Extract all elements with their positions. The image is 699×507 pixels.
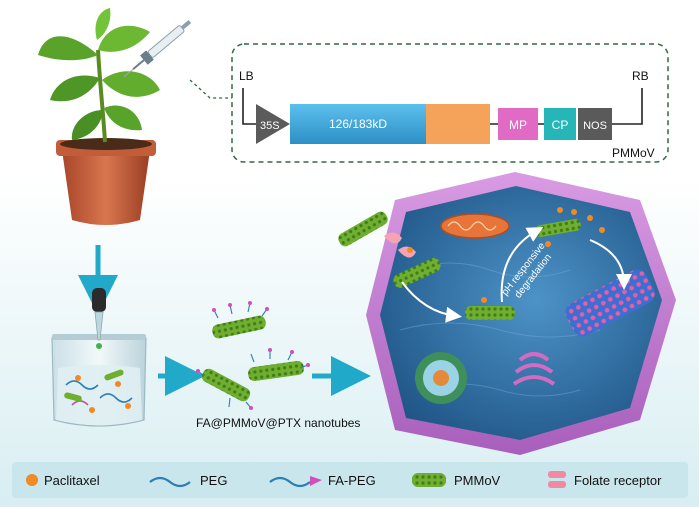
nucleolus <box>433 370 449 386</box>
degradation-arrow <box>589 239 632 290</box>
legend-label-fa-peg: FA-PEG <box>328 473 376 488</box>
legend-label-pmmov: PMMoV <box>454 473 501 488</box>
leaf <box>102 71 160 97</box>
nanotube <box>465 306 515 320</box>
connector-line <box>189 79 232 99</box>
nanotube-label: FA@PMMoV@PTX nanotubes <box>196 416 360 430</box>
leaf <box>104 105 142 131</box>
segment-label-nos: NOS <box>583 120 607 132</box>
flower-pot <box>62 150 150 225</box>
beaker-illustration <box>51 288 147 427</box>
promoter-label: 35S <box>260 120 280 132</box>
release-arrow <box>500 227 544 303</box>
syringe-icon <box>123 20 192 78</box>
nanotube <box>535 218 581 238</box>
nanotube <box>212 315 266 339</box>
construct-box <box>231 43 669 163</box>
legend-label-paclitaxel: Paclitaxel <box>44 473 100 488</box>
segment-mp <box>498 108 538 140</box>
leaf <box>95 8 111 40</box>
rb-border <box>612 88 643 125</box>
disassembled-nanotube <box>565 269 655 337</box>
legend-bar <box>12 462 688 498</box>
segment-126-183kd <box>290 104 426 144</box>
segment-nos <box>578 108 612 140</box>
construct-name: PMMoV <box>612 146 655 160</box>
dropper-tube <box>94 311 104 341</box>
leaf <box>50 75 100 102</box>
soil <box>60 138 152 150</box>
nanotube <box>248 360 304 382</box>
lb-border <box>242 88 256 125</box>
golgi-apparatus <box>512 352 556 386</box>
cancer-cell: pH responsive degradation <box>338 172 676 455</box>
orange-dot-icon <box>26 474 38 486</box>
segment-label-1: 126/183kD <box>329 117 387 131</box>
drop <box>96 343 102 349</box>
segment-label-mp: MP <box>509 118 527 132</box>
nanotube <box>338 211 388 247</box>
leaf <box>98 25 150 52</box>
mitochondrion <box>440 213 510 239</box>
internalization-arrow <box>401 281 462 323</box>
nanotube-group <box>196 301 310 410</box>
lb-label: LB <box>239 69 254 83</box>
rb-label: RB <box>632 69 649 83</box>
segment-cp <box>544 108 576 140</box>
plant-illustration <box>38 8 160 225</box>
wave-arrow-icon <box>269 476 311 488</box>
dropper-bulb <box>92 288 106 312</box>
segment-orange <box>426 104 490 144</box>
plant-stem <box>96 49 107 143</box>
leaf <box>38 36 98 61</box>
blue-wave-icon <box>149 476 191 488</box>
leaf <box>71 110 103 140</box>
nanotube <box>393 258 441 288</box>
promoter-35s <box>256 104 290 144</box>
green-nanotube-icon <box>412 473 446 487</box>
legend-label-peg: PEG <box>200 473 227 488</box>
receptor-icon <box>548 471 566 488</box>
segment-label-cp: CP <box>552 118 569 132</box>
nanotube <box>201 368 251 402</box>
legend-label-folate-receptor: Folate receptor <box>574 473 662 488</box>
